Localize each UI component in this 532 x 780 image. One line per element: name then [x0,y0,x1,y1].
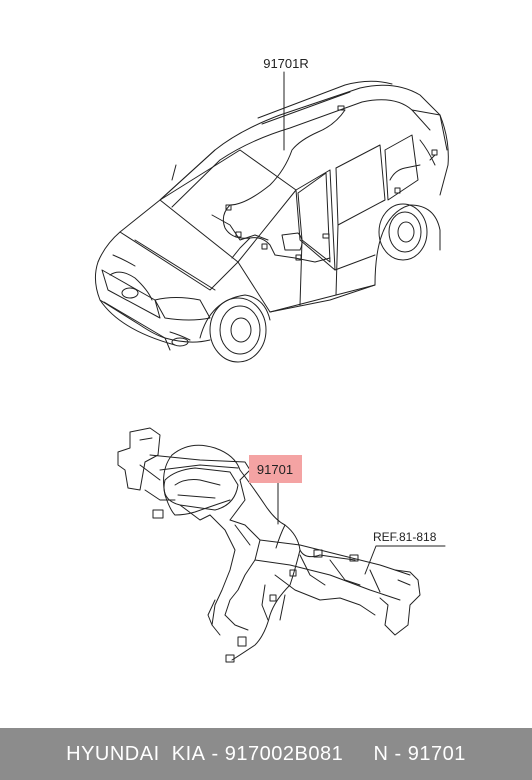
reference-label: REF.81-818 [373,530,437,544]
footer-part-number: 917002B081 [224,742,344,765]
footer-gap [343,743,373,766]
part-info-footer: HYUNDAI KIA - 917002B081 N - 91701 [0,728,532,780]
leader-line-ref [364,545,446,575]
footer-separator-2: - [388,742,408,765]
footer-code: 91701 [407,742,466,765]
parts-diagram: 91701R 91701 REF.81-818 [94,56,449,663]
footer-separator-1: - [205,742,225,765]
wiring-harness-drawing [152,444,359,663]
footer-code-prefix: N [373,742,389,765]
vehicle-part-label: 91701R [263,56,309,71]
footer-brand: HYUNDAI KIA [66,742,206,765]
suv-vehicle-drawing [94,80,449,363]
highlight-box [249,455,302,483]
highlighted-part-label: 91701 [257,462,293,477]
diagram-svg: 91701R 91701 REF.81-818 [94,56,449,663]
